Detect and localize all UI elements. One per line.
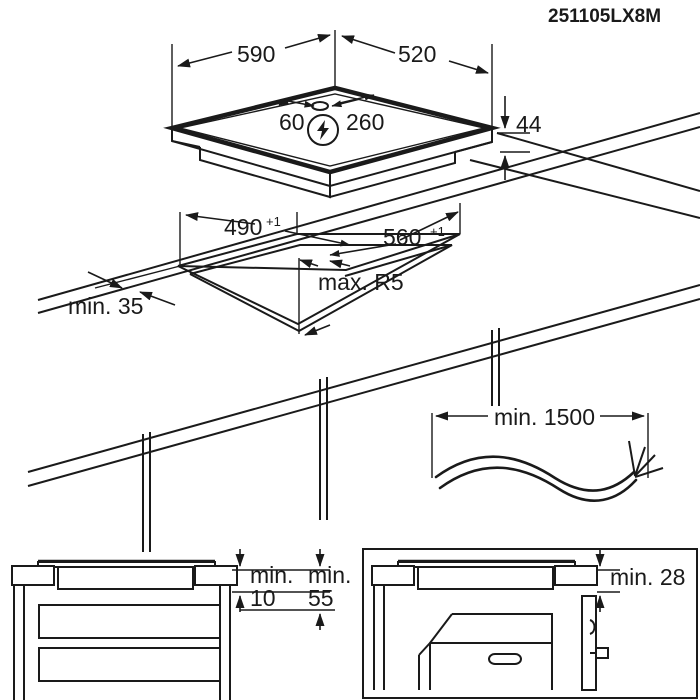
hob-glass-inset: [179, 93, 485, 167]
oven-body-front-bevel: [418, 642, 431, 656]
cable-wire-2: [634, 446, 646, 477]
dim-label-560-tolerance: +1: [430, 224, 445, 239]
dim-arrow-520-left: [341, 35, 396, 54]
drawers-worktop-right-lip: [194, 565, 238, 586]
hob-step-right: [454, 141, 493, 153]
dim-label-490: 490: [224, 214, 262, 240]
worktop-surface-back-edge: [37, 112, 700, 301]
drawers-drawer-1: [38, 604, 221, 639]
worktop-inner-edge-guide: [94, 265, 181, 289]
hob-lower-skirt-right: [329, 152, 456, 199]
drawers-hob-body: [57, 566, 194, 590]
dim-label-590: 590: [237, 41, 275, 67]
lightning-bolt-icon: [307, 114, 339, 146]
cutout-front-edges: [177, 233, 461, 326]
dim-arrow-60-left: [278, 97, 290, 106]
dim-label-min10-value: 10: [250, 585, 276, 611]
oven-side-bracket: [581, 595, 597, 691]
dim-arrow-60-right: [287, 100, 315, 108]
oven-hob-body: [417, 566, 554, 590]
dim-label-520: 520: [398, 41, 436, 67]
worktop-front-edge-top: [496, 132, 700, 192]
hob-body-right-face: [329, 128, 493, 188]
cable-outline-bottom: [438, 466, 638, 502]
dim-label-260: 260: [346, 109, 384, 135]
dim-arrow-min35-lower: [139, 291, 176, 306]
worktop-lower-edge-b: [27, 298, 700, 487]
cable-outline-top: [434, 455, 636, 492]
section-over-drawers-view: min. 10 min. 55: [11, 549, 351, 700]
hob-step-left: [171, 140, 201, 148]
oven-body-bevel: [429, 613, 453, 690]
cable-wire-3: [634, 454, 656, 477]
drawers-drawer-2: [38, 647, 221, 682]
oven-bracket-screw: [595, 647, 609, 659]
hob-isometric-view: 590 520 60 260 44: [163, 30, 700, 219]
dim-arrow-r5-upper-left: [299, 259, 319, 269]
drawers-worktop-left-lip: [11, 565, 55, 586]
oven-body-top: [452, 613, 553, 690]
dim-arrow-590-left: [177, 51, 233, 68]
dim-label-44: 44: [516, 111, 542, 137]
dim-label-min-1500: min. 1500: [494, 404, 595, 430]
dim-label-min-35: min. 35: [68, 293, 143, 319]
dim-label-490-tolerance: +1: [266, 214, 281, 229]
dim-label-min10-prefix: min.: [250, 562, 293, 588]
dim-arrow-520-right: [448, 60, 489, 74]
power-cable-view: min. 1500: [431, 404, 664, 502]
worktop-cutout-view: 490 +1 560 +1 max. R5 min. 35: [27, 112, 700, 552]
dim-arrow-260-right: [339, 93, 375, 104]
dim-arrow-560-right: [399, 211, 459, 241]
dim-arrow-min35-upper: [87, 271, 123, 289]
oven-worktop-left-lip: [371, 565, 415, 586]
cutout-opening-inner: [189, 244, 453, 277]
cable-wire-4: [634, 467, 664, 478]
dim-label-min55-value: 55: [308, 585, 334, 611]
dim-arrow-490-right: [284, 230, 351, 247]
dim-label-60: 60: [279, 109, 305, 135]
cable-outlet-marker: [311, 101, 329, 111]
dim-arrow-r5-lower: [304, 324, 331, 336]
section-oven-frame: [362, 548, 698, 699]
oven-handle-icon: [488, 653, 522, 665]
section-over-oven-view: min. 28: [362, 548, 698, 699]
dim-label-max-r5: max. R5: [318, 269, 404, 295]
dim-label-min-28: min. 28: [610, 564, 685, 590]
drawing-code-label: 251105LX8M: [548, 6, 661, 27]
dim-arrow-490-left: [185, 212, 256, 225]
dim-arrow-560-left: [329, 243, 397, 257]
dim-arrow-r5-upper-right: [329, 259, 351, 269]
dim-arrow-590-right: [284, 34, 331, 49]
dim-label-min55-prefix: min.: [308, 562, 351, 588]
worktop-lower-edge-a: [27, 284, 700, 473]
cable-wire-1: [628, 440, 636, 477]
oven-bracket-detail: [589, 619, 596, 635]
dim-label-560: 560: [383, 224, 421, 250]
worktop-surface-front-edge: [37, 126, 700, 314]
worktop-front-edge-bottom: [469, 159, 700, 219]
oven-worktop-right-lip: [554, 565, 598, 586]
